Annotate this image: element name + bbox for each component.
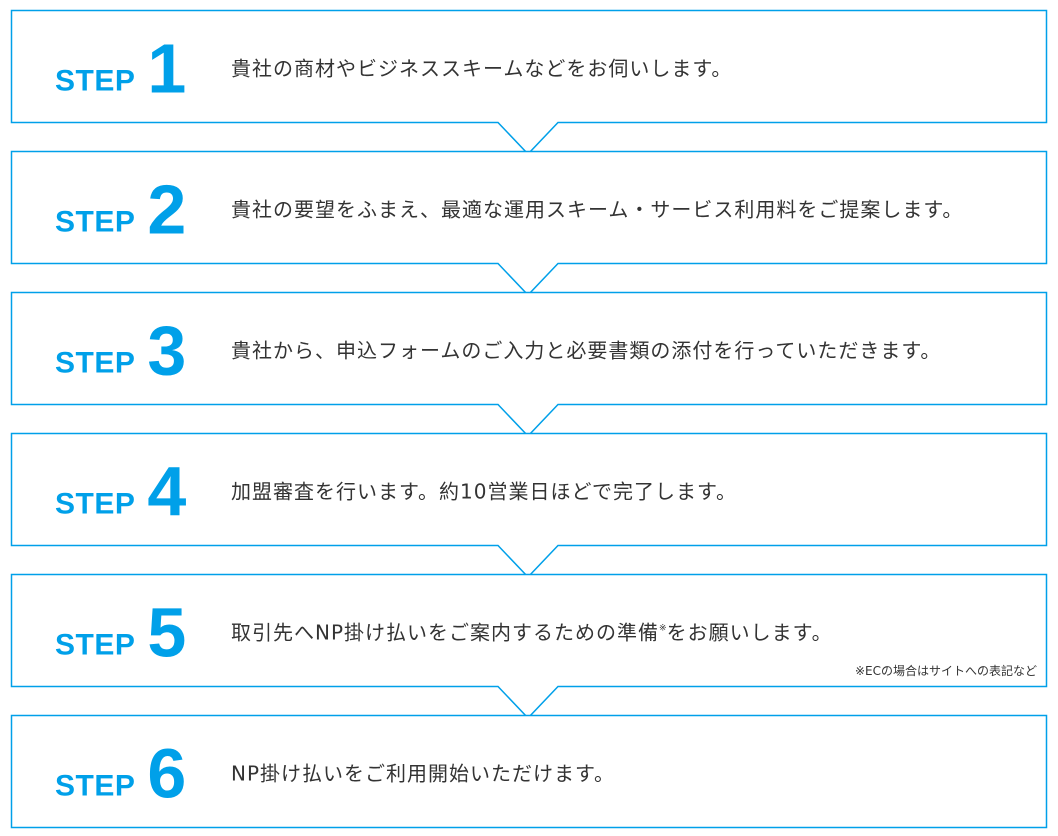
- step-6-label: STEP 6: [55, 734, 187, 812]
- step-4-label: STEP 4: [55, 452, 187, 530]
- step-description: NP掛け払いをご利用開始いただけます。: [231, 761, 616, 785]
- step-5-label: STEP 5: [55, 593, 187, 671]
- step-word: STEP: [55, 205, 136, 238]
- step-1-frame: [10, 9, 1048, 156]
- step-number: 5: [147, 593, 187, 671]
- step-description: 貴社の要望をふまえ、最適な運用スキーム・サービス利用料をご提案します。: [231, 197, 964, 221]
- step-number: 3: [147, 311, 187, 389]
- step-5-frame: [10, 573, 1048, 720]
- step-1-box: STEP 1 貴社の商材やビジネススキームなどをお伺いします。: [10, 9, 1048, 156]
- step-description: 貴社の商材やビジネススキームなどをお伺いします。: [231, 56, 733, 80]
- step-number: 2: [147, 170, 187, 248]
- step-description: 取引先へNP掛け払いをご案内するための準備※をお願いします。: [231, 616, 833, 645]
- step-description: 貴社から、申込フォームのご入力と必要書類の添付を行っていただきます。: [231, 338, 942, 362]
- step-6-box: STEP 6 NP掛け払いをご利用開始いただけます。: [10, 714, 1048, 829]
- step-word: STEP: [55, 628, 136, 661]
- step-word: STEP: [55, 346, 136, 379]
- step-2-box: STEP 2 貴社の要望をふまえ、最適な運用スキーム・サービス利用料をご提案しま…: [10, 150, 1048, 297]
- step-description: 加盟審査を行います。約10営業日ほどで完了します。: [231, 479, 738, 503]
- step-3-box: STEP 3 貴社から、申込フォームのご入力と必要書類の添付を行っていただきます…: [10, 291, 1048, 438]
- step-2-frame: [10, 150, 1048, 297]
- step-word: STEP: [55, 487, 136, 520]
- step-1-label: STEP 1: [55, 29, 187, 107]
- step-4-box: STEP 4 加盟審査を行います。約10営業日ほどで完了します。: [10, 432, 1048, 579]
- footnote-mark: ※: [659, 623, 667, 633]
- step-number: 4: [147, 452, 187, 530]
- step-word: STEP: [55, 64, 136, 97]
- step-4-frame: [10, 432, 1048, 579]
- step-number: 1: [147, 29, 187, 107]
- step-description-tail: をお願いします。: [666, 620, 833, 644]
- step-3-frame: [10, 291, 1048, 438]
- step-2-label: STEP 2: [55, 170, 187, 248]
- step-footnote: ※ECの場合はサイトへの表記など: [854, 664, 1037, 678]
- step-3-label: STEP 3: [55, 311, 187, 389]
- step-word: STEP: [55, 769, 136, 802]
- step-6-frame: [10, 714, 1048, 829]
- step-number: 6: [147, 734, 187, 812]
- step-description-main: 取引先へNP掛け払いをご案内するための準備: [231, 620, 660, 644]
- step-5-box: STEP 5 取引先へNP掛け払いをご案内するための準備※をお願いします。 ※E…: [10, 573, 1048, 720]
